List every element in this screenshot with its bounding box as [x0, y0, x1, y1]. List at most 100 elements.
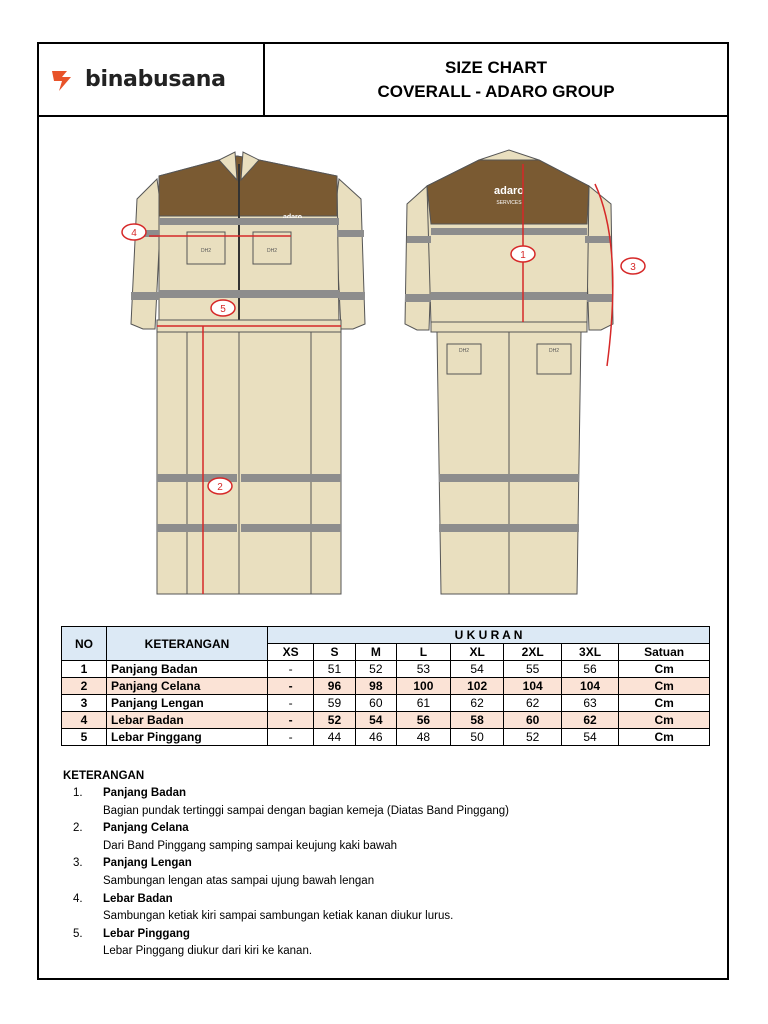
note-title: Panjang Lengan — [103, 857, 192, 870]
note-number: 5. — [73, 927, 83, 940]
marker-5: 5 — [210, 299, 236, 317]
front-pocket-label: DH2 — [201, 248, 211, 254]
row-keterangan: Panjang Badan — [106, 660, 268, 678]
header: binabusana SIZE CHART COVERALL - ADARO G… — [39, 44, 727, 117]
row-no: 3 — [61, 694, 107, 712]
note-description: Bagian pundak tertinggi sampai dengan ba… — [103, 804, 509, 817]
note-number: 2. — [73, 822, 83, 835]
cell: 63 — [560, 694, 620, 712]
cell: 56 — [560, 660, 620, 678]
back-pocket-label-2: DH2 — [549, 348, 559, 354]
size-header-2xl: 2XL — [503, 643, 562, 661]
cell: 100 — [396, 677, 451, 695]
row-keterangan: Panjang Lengan — [106, 694, 268, 712]
row-keterangan: Panjang Celana — [106, 677, 268, 695]
marker-2: 2 — [207, 477, 233, 495]
note-number: 1. — [73, 787, 83, 799]
binabusana-logo-icon — [52, 70, 71, 91]
cell: 48 — [396, 728, 451, 746]
cell-unit: Cm — [618, 660, 710, 678]
cell: 58 — [449, 711, 505, 729]
note-item: 2. Panjang Celana Dari Band Pinggang sam… — [63, 820, 509, 855]
marker-1-label: 1 — [520, 250, 526, 261]
row-keterangan: Lebar Badan — [106, 711, 268, 729]
cell: 61 — [396, 694, 451, 712]
cell: 52 — [503, 728, 562, 746]
table-row: 5 Lebar Pinggang - 44 46 48 50 52 54 Cm — [61, 728, 710, 746]
note-title: Lebar Badan — [103, 892, 173, 905]
cell: 60 — [503, 711, 562, 729]
marker-4-label: 4 — [131, 228, 137, 239]
notes-section: KETERANGAN 1. Panjang Badan Bagian punda… — [63, 770, 509, 961]
note-title: Lebar Pinggang — [103, 927, 190, 940]
marker-4: 4 — [121, 223, 147, 241]
cell: - — [266, 677, 315, 695]
note-item: 1. Panjang Badan Bagian pundak tertinggi… — [63, 785, 509, 820]
size-header-xl: XL — [449, 643, 505, 661]
cell: 56 — [396, 711, 451, 729]
size-header-s: S — [313, 643, 356, 661]
title-line-1: SIZE CHART — [445, 57, 547, 77]
marker-1: 1 — [510, 245, 536, 263]
note-title: Panjang Celana — [103, 822, 189, 835]
title-line-2: COVERALL - ADARO GROUP — [377, 81, 615, 101]
brand-name: binabusana — [85, 67, 226, 92]
size-header-m: M — [354, 643, 398, 661]
logo: binabusana — [39, 44, 265, 115]
size-header-xs: XS — [266, 643, 315, 661]
cell: 44 — [313, 728, 356, 746]
notes-heading: KETERANGAN — [63, 770, 145, 782]
cell: - — [266, 711, 315, 729]
col-ukuran-header: U K U R A N — [267, 626, 710, 644]
note-description: Sambungan ketiak kiri sampai sambungan k… — [103, 910, 454, 923]
note-description: Dari Band Pinggang samping sampai keujun… — [103, 839, 398, 852]
cell: 98 — [354, 677, 398, 695]
cell: - — [266, 728, 315, 746]
table-row: 1 Panjang Badan - 51 52 53 54 55 56 Cm — [61, 660, 710, 678]
size-header-satuan: Satuan — [618, 643, 710, 661]
cell: 46 — [354, 728, 398, 746]
cell-unit: Cm — [618, 677, 710, 695]
note-number: 4. — [73, 892, 83, 905]
cell: 52 — [313, 711, 356, 729]
marker-3-label: 3 — [630, 262, 636, 273]
cell: 51 — [313, 660, 356, 678]
note-item: 5. Lebar Pinggang Lebar Pinggang diukur … — [63, 926, 509, 961]
marker-5-label: 5 — [220, 304, 226, 315]
cell: 62 — [560, 711, 620, 729]
cell: 104 — [503, 677, 562, 695]
cell-unit: Cm — [618, 694, 710, 712]
size-header-l: L — [396, 643, 451, 661]
note-number: 3. — [73, 857, 83, 870]
table-row: 2 Panjang Celana - 96 98 100 102 104 104… — [61, 677, 710, 695]
back-coverall: adaro SERVICES DH2 DH2 1 — [404, 149, 646, 595]
cell: - — [266, 660, 315, 678]
row-no: 2 — [61, 677, 107, 695]
note-item: 4. Lebar Badan Sambungan ketiak kiri sam… — [63, 891, 509, 926]
row-no: 1 — [61, 660, 107, 678]
cell: 96 — [313, 677, 356, 695]
cell: 62 — [449, 694, 505, 712]
cell: 53 — [396, 660, 451, 678]
cell: 54 — [354, 711, 398, 729]
back-brand-sub: SERVICES — [496, 200, 522, 206]
cell-unit: Cm — [618, 728, 710, 746]
front-brand-patch: adaro — [283, 214, 302, 221]
front-coverall: DH2 DH2 adaro — [121, 151, 366, 595]
size-chart-frame: binabusana SIZE CHART COVERALL - ADARO G… — [37, 42, 729, 980]
cell: 102 — [449, 677, 505, 695]
cell: 62 — [503, 694, 562, 712]
marker-3: 3 — [620, 257, 646, 275]
note-title: Panjang Badan — [103, 787, 187, 799]
back-brand-patch: adaro — [494, 185, 524, 197]
marker-2-label: 2 — [217, 482, 223, 493]
cell: 60 — [354, 694, 398, 712]
size-header-3xl: 3XL — [560, 643, 620, 661]
size-table: NO KETERANGAN U K U R A N XS S M L XL 2X… — [61, 626, 710, 746]
back-pocket-label: DH2 — [459, 348, 469, 354]
coverall-illustration: DH2 DH2 adaro — [121, 149, 646, 595]
front-pocket-label-2: DH2 — [267, 248, 277, 254]
table-row: 3 Panjang Lengan - 59 60 61 62 62 63 Cm — [61, 694, 710, 712]
note-description: Lebar Pinggang diukur dari kiri ke kanan… — [103, 945, 313, 958]
note-description: Sambungan lengan atas sampai ujung bawah… — [103, 874, 375, 887]
